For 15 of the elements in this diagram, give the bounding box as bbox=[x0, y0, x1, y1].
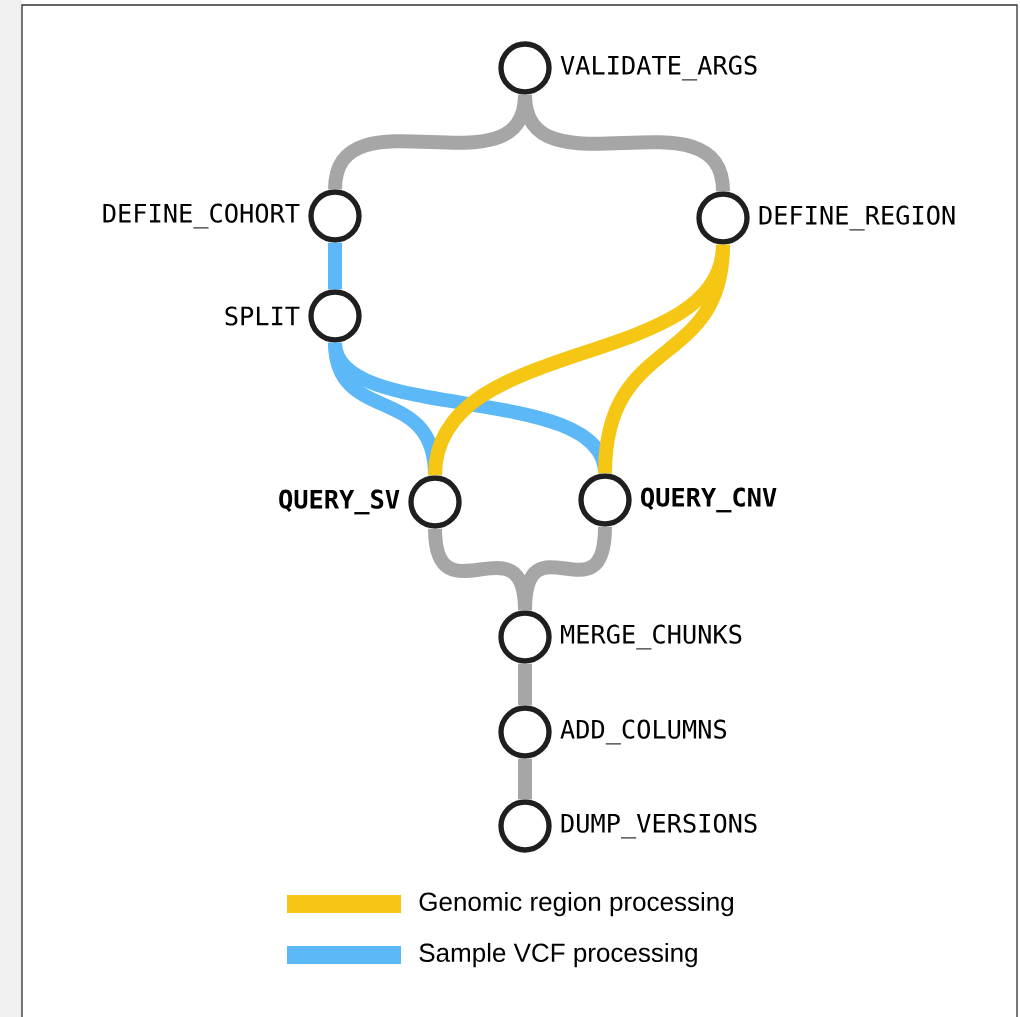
pipeline-line bbox=[328, 242, 342, 290]
pipeline-line bbox=[518, 758, 532, 800]
node-label: DUMP_VERSIONS bbox=[561, 813, 757, 839]
node-label: MERGE_CHUNKS bbox=[561, 624, 742, 650]
node-label: QUERY_SV bbox=[279, 489, 400, 515]
node-label: ADD_COLUMNS bbox=[560, 719, 727, 745]
legend-label: Sample VCF processing bbox=[419, 942, 697, 968]
node-label: SPLIT bbox=[225, 306, 300, 326]
pipeline-line bbox=[518, 663, 532, 706]
node-label: DEFINE_REGION bbox=[759, 205, 955, 231]
pipeline-line bbox=[598, 244, 730, 474]
node-label: QUERY_CNV bbox=[641, 487, 777, 513]
legend-label: Genomic region processing bbox=[419, 891, 733, 917]
node-label: VALIDATE_ARGS bbox=[560, 55, 757, 81]
node-label: DEFINE_COHORT bbox=[103, 203, 300, 229]
